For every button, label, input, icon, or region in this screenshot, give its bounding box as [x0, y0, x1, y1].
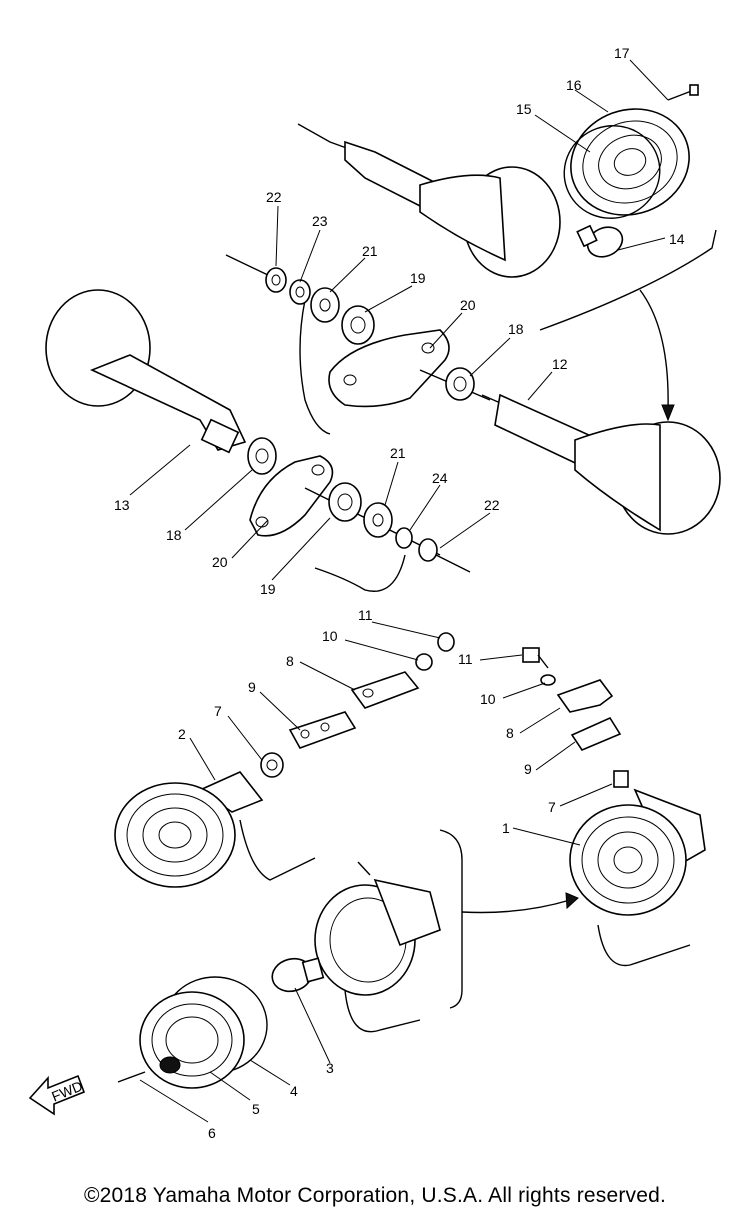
bracket-part-20-lower [249, 455, 334, 537]
spacer-part-7-left [260, 752, 284, 778]
callout-19b: 19 [260, 581, 276, 597]
plate-part-9-left [288, 711, 357, 749]
gasket-part-15 [563, 125, 661, 219]
flasher-light-part-1 [569, 788, 706, 967]
callout-13: 13 [114, 497, 130, 513]
callout-labels: 17 16 15 14 22 23 21 19 20 18 12 13 18 2… [114, 45, 685, 1141]
assembly-bracket-lower [439, 829, 579, 1009]
callout-10a: 10 [322, 628, 338, 644]
flasher-light-part-12 [481, 393, 721, 535]
bulb-part-3 [271, 957, 325, 993]
bulb-part-14 [576, 224, 624, 258]
callout-21a: 21 [362, 243, 378, 259]
bolt-part-11-right [522, 647, 549, 669]
fwd-arrow-icon: FWD [28, 1074, 86, 1116]
washer-part-23 [289, 279, 311, 305]
callout-8b: 8 [506, 725, 514, 741]
flasher-light-part-13 [45, 289, 247, 454]
washer-part-10-right [540, 674, 556, 686]
flasher-light-exploded-diagram: FWD 17 [28, 45, 721, 1141]
bracket-part-8-right [556, 679, 614, 713]
wire-lead-upper [225, 254, 331, 435]
lamp-housing [314, 861, 441, 1033]
callout-15: 15 [516, 101, 532, 117]
washer-part-24 [395, 527, 413, 549]
callout-18a: 18 [508, 321, 524, 337]
plate-part-9-right [570, 716, 622, 751]
wire-lead-lower [314, 554, 406, 592]
callout-17: 17 [614, 45, 630, 61]
callout-2: 2 [178, 726, 186, 742]
callout-22a: 22 [266, 189, 282, 205]
cap-nut-part-11-left [437, 632, 455, 652]
washer-part-18-lower [247, 437, 277, 475]
callout-10b: 10 [480, 691, 496, 707]
washer-part-21-upper [310, 287, 340, 323]
callout-7b: 7 [548, 799, 556, 815]
lens-part-16 [570, 108, 690, 216]
flasher-light-rear-upper [297, 123, 561, 278]
callout-11b: 11 [458, 651, 473, 667]
flasher-light-part-2 [114, 771, 316, 888]
washer-part-10-left [415, 653, 433, 671]
lens-part-5 [139, 991, 245, 1089]
screw-part-17 [667, 84, 699, 101]
callout-20b: 20 [212, 554, 228, 570]
callout-14: 14 [669, 231, 685, 247]
leader-lines [129, 59, 669, 1123]
callout-8a: 8 [286, 653, 294, 669]
callout-9a: 9 [248, 679, 256, 695]
copyright-notice: ©2018 Yamaha Motor Corporation, U.S.A. A… [83, 1184, 667, 1207]
spacer-part-7-right [613, 770, 629, 788]
callout-19a: 19 [410, 270, 426, 286]
callout-16: 16 [566, 77, 582, 93]
grommet-part-19-upper [341, 305, 375, 345]
washer-part-21-lower [363, 502, 393, 538]
callout-3: 3 [326, 1060, 334, 1076]
callout-22b: 22 [484, 497, 500, 513]
bracket-part-20-upper [328, 329, 450, 408]
nut-part-22-upper [265, 267, 287, 293]
callout-5: 5 [252, 1101, 260, 1117]
callout-11a: 11 [358, 607, 373, 623]
callout-12: 12 [552, 356, 568, 372]
callout-1: 1 [502, 820, 510, 836]
fwd-label: FWD [49, 1078, 85, 1105]
callout-6: 6 [208, 1125, 216, 1141]
nut-part-22-lower [418, 538, 471, 573]
callout-23: 23 [312, 213, 328, 229]
screw-part-6 [117, 1071, 146, 1083]
callout-9b: 9 [524, 761, 532, 777]
callout-21b: 21 [390, 445, 406, 461]
callout-7a: 7 [214, 703, 222, 719]
washer-part-18-upper [419, 367, 491, 401]
callout-18b: 18 [166, 527, 182, 543]
callout-20a: 20 [460, 297, 476, 313]
callout-24: 24 [432, 470, 448, 486]
bracket-part-8-left [350, 671, 420, 709]
callout-4: 4 [290, 1083, 298, 1099]
assembly-bracket-upper [539, 229, 717, 422]
